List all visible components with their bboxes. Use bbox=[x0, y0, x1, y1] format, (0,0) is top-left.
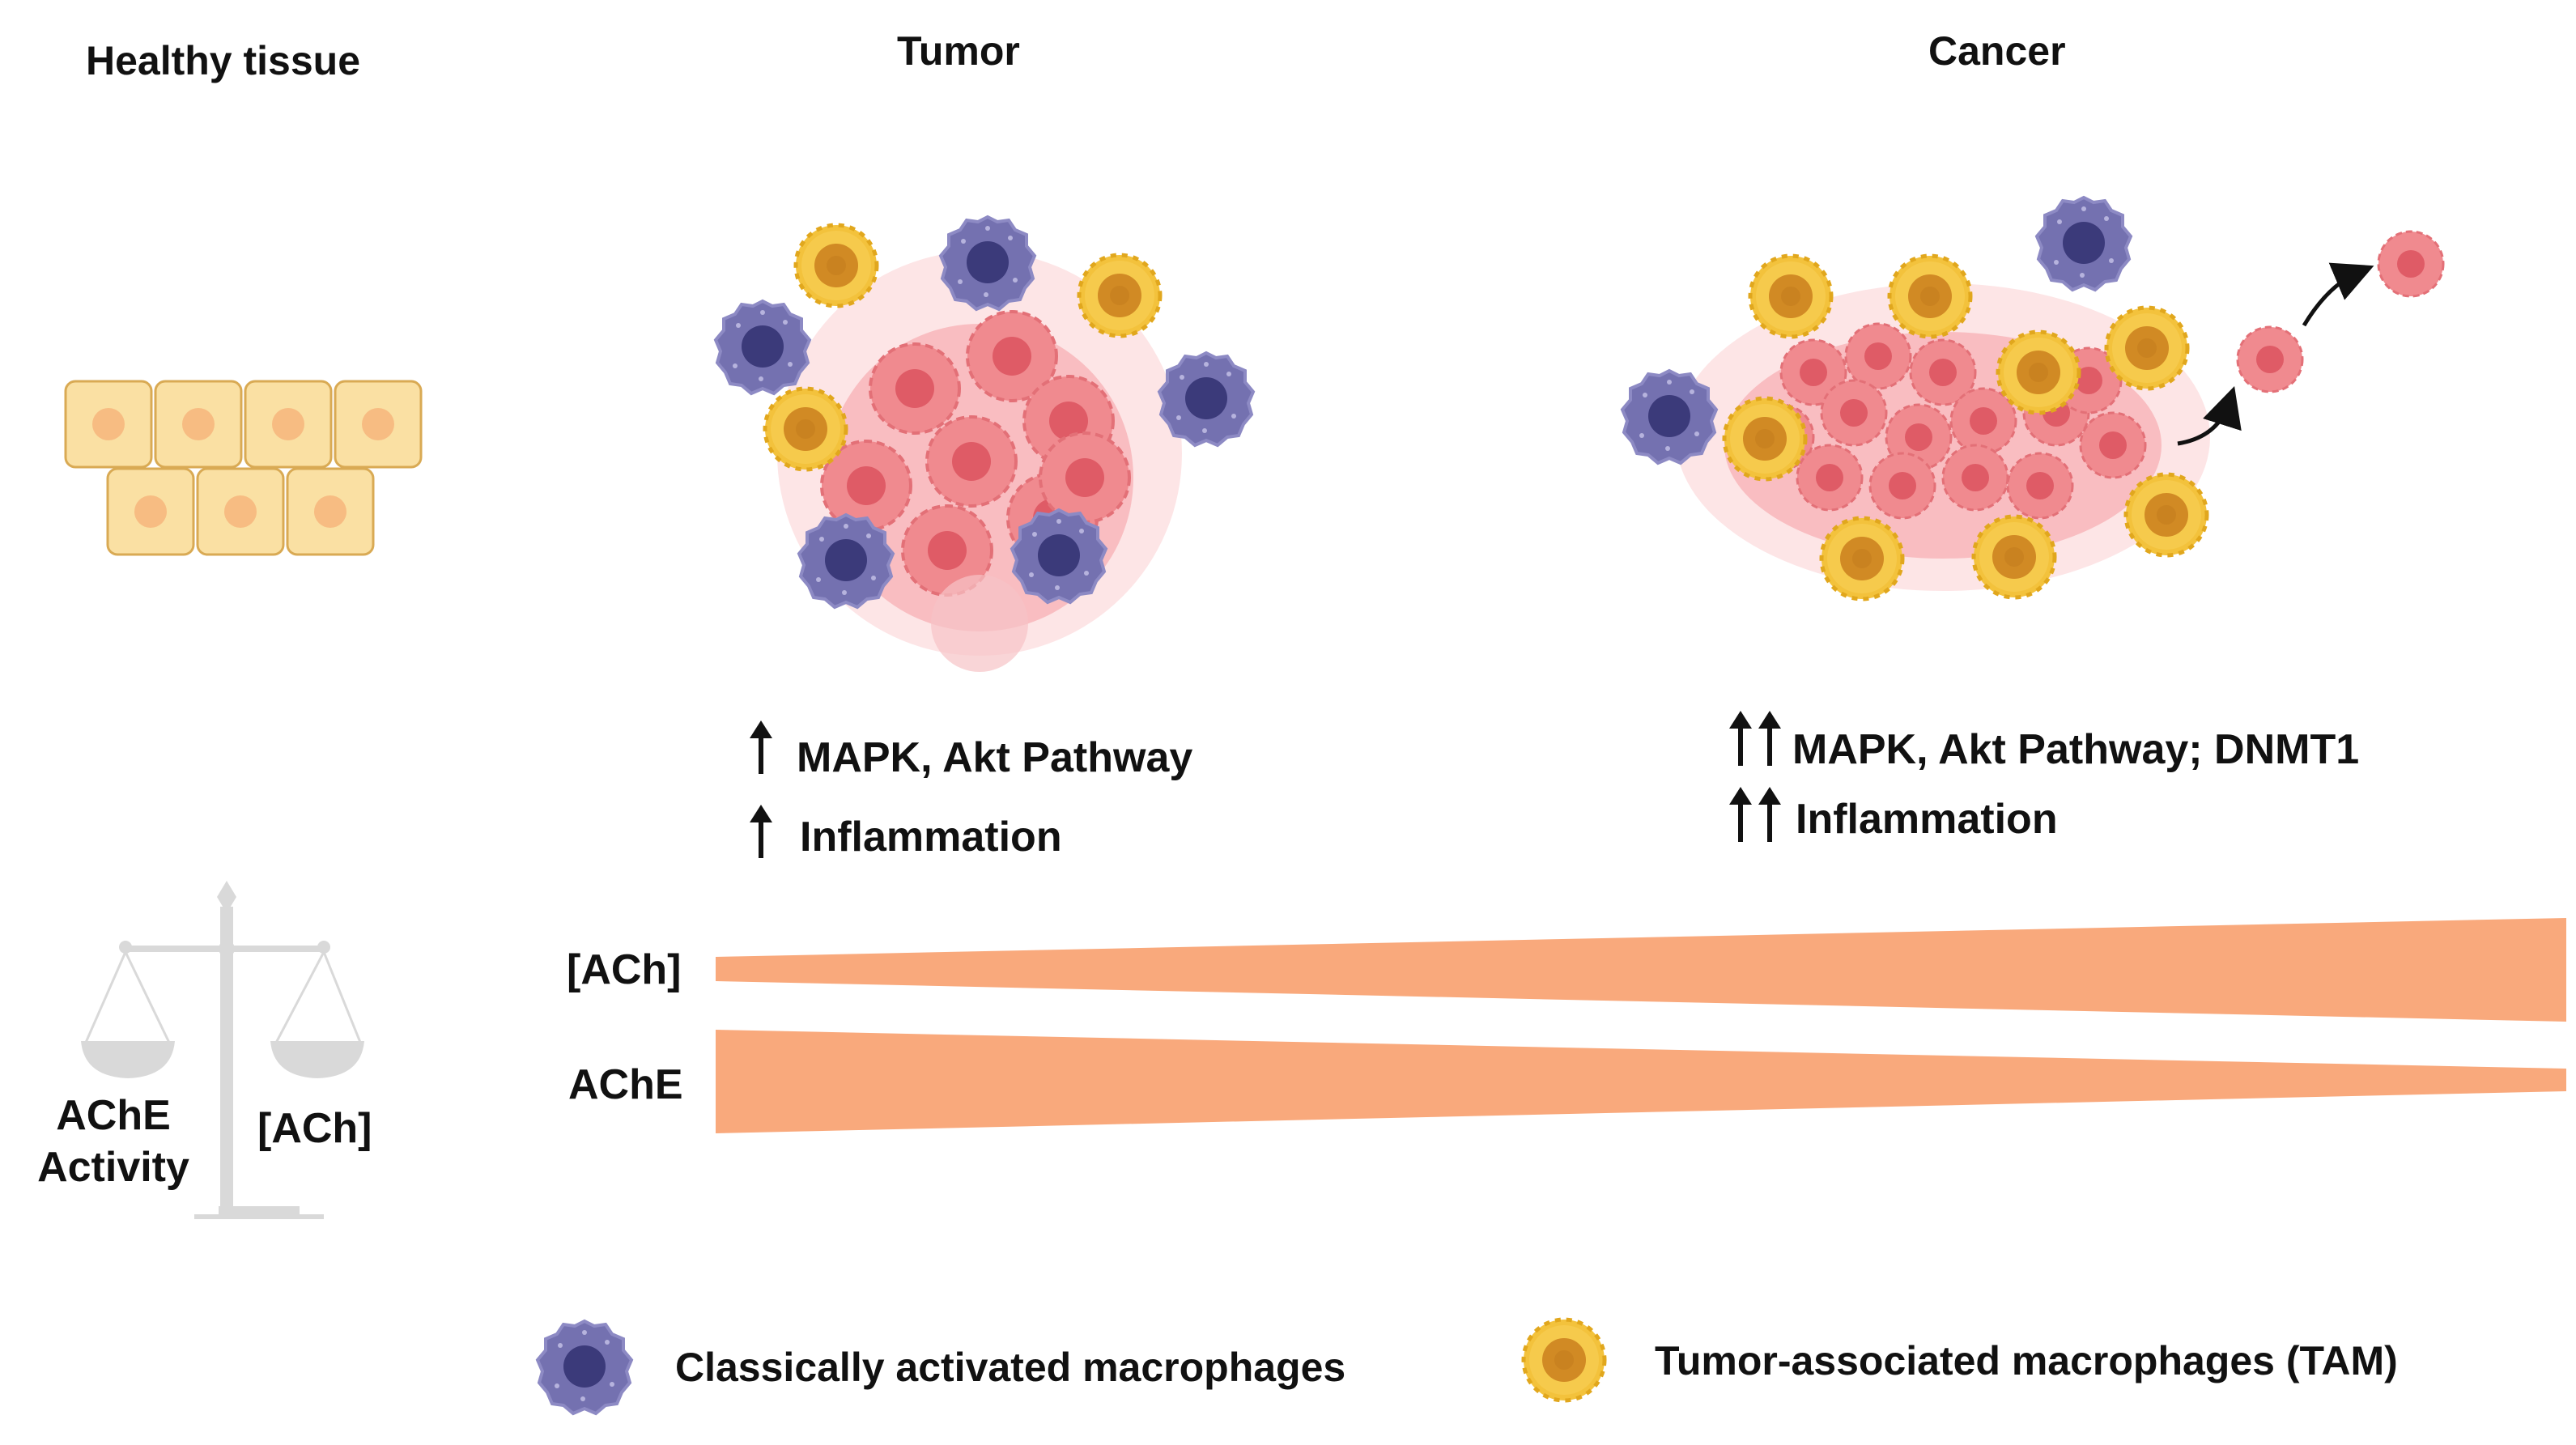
balance-right-label: [ACh] bbox=[257, 1105, 372, 1152]
ache-gradient-wedge bbox=[716, 1030, 2566, 1133]
title-cancer: Cancer bbox=[1928, 28, 2066, 74]
tumor-effect-pathway: MAPK, Akt Pathway bbox=[797, 734, 1193, 781]
up-arrow-icons bbox=[750, 711, 1781, 858]
tumor-effect-inflammation: Inflammation bbox=[800, 814, 1062, 861]
ach-gradient-label: [ACh] bbox=[567, 946, 682, 993]
ach-gradient-wedge bbox=[716, 918, 2566, 1022]
legend-classical-label: Classically activated macrophages bbox=[675, 1345, 1346, 1390]
title-healthy-tissue: Healthy tissue bbox=[86, 38, 361, 83]
classical-macrophage-legend-icon bbox=[536, 1320, 633, 1415]
cancer-effect-inflammation: Inflammation bbox=[1796, 796, 2058, 843]
legend-tam-label: Tumor-associated macrophages (TAM) bbox=[1655, 1338, 2398, 1383]
balance-left-label: AChE Activity bbox=[37, 1092, 189, 1191]
tam-legend-icon bbox=[1524, 1320, 1605, 1400]
healthy-tissue-cells bbox=[64, 380, 423, 556]
metastasizing-cells bbox=[2177, 230, 2445, 446]
balance-scale-icon bbox=[81, 881, 364, 1219]
title-tumor: Tumor bbox=[897, 28, 1020, 74]
cancer-effect-pathway: MAPK, Akt Pathway; DNMT1 bbox=[1792, 726, 2360, 773]
ache-gradient-label: AChE bbox=[568, 1061, 683, 1108]
